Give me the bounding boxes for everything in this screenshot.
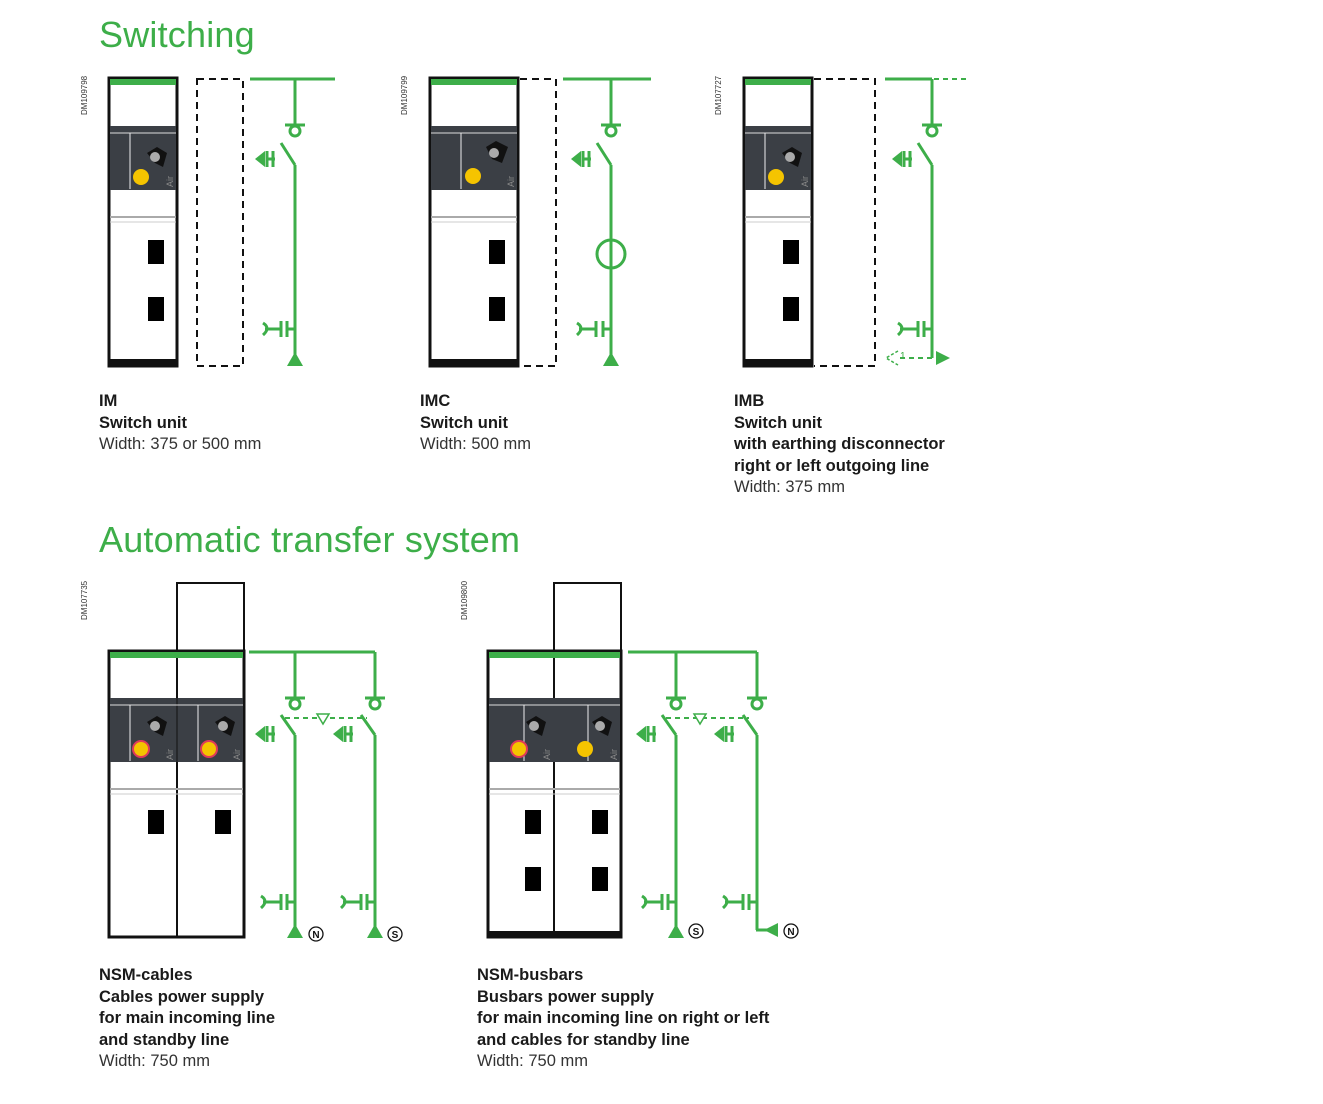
busbar-connection-icon <box>764 923 778 937</box>
earthing-switch-icon <box>255 151 265 167</box>
unit-width: Width: 750 mm <box>99 1052 210 1070</box>
unit-description: and cables for standby line <box>477 1030 690 1049</box>
adjacent-cubicle-outline <box>520 78 557 367</box>
position-indicator-icon <box>465 168 481 184</box>
unit-code: IMB <box>734 392 765 410</box>
panel-air-label: Air <box>800 176 810 187</box>
section-title-switching: Switching <box>99 14 255 55</box>
panel-air-label: Air <box>609 749 619 760</box>
unit-description: Switch unit <box>420 413 508 432</box>
unit-code: NSM-cables <box>99 966 193 984</box>
panel-air-label: Air <box>542 749 552 760</box>
cubicle-front: Air Air <box>107 582 246 939</box>
unit-width: Width: 750 mm <box>477 1052 588 1070</box>
unit-width: Width: 375 mm <box>734 478 845 496</box>
drawing-ref: DM109799 <box>400 75 409 115</box>
earthing-switch-icon <box>636 726 646 742</box>
note-number: 1 <box>900 351 906 362</box>
position-indicator-icon <box>200 740 218 758</box>
adjacent-cubicle-outline <box>814 78 876 367</box>
single-line-schematic <box>250 77 335 366</box>
cubicle-front: Air Air <box>486 582 623 939</box>
earthing-switch-icon <box>255 726 265 742</box>
svg-text:N: N <box>787 927 794 938</box>
panel-air-label: Air <box>506 176 516 187</box>
unit-caption-imc: IMC Switch unit Width: 500 mm <box>420 391 531 456</box>
cable-termination-icon <box>287 352 303 366</box>
earthing-switch-icon <box>333 726 343 742</box>
earthing-switch-icon <box>892 151 902 167</box>
alternate-outgoing-arrow-icon <box>884 350 899 366</box>
unit-caption-nsm-cables: NSM-cables Cables power supply for main … <box>99 965 275 1073</box>
unit-caption-nsm-busbars: NSM-busbars Busbars power supply for mai… <box>477 965 769 1073</box>
nsm-busbars-unit-diagram: Air Air <box>486 582 799 939</box>
im-unit-diagram: Air <box>107 76 335 368</box>
unit-width: Width: 500 mm <box>420 435 531 453</box>
drawing-ref: DM109800 <box>460 580 469 620</box>
earthing-switch-icon <box>714 726 724 742</box>
unit-caption-im: IM Switch unit Width: 375 or 500 mm <box>99 391 261 456</box>
cable-termination-icon <box>287 924 303 938</box>
unit-description: Switch unit <box>734 413 822 432</box>
single-line-schematic <box>249 650 385 938</box>
single-line-schematic: 1 <box>884 77 968 366</box>
single-line-schematic <box>628 650 778 938</box>
earthing-switch-icon <box>571 151 581 167</box>
imc-unit-diagram: Air <box>428 76 651 368</box>
position-indicator-icon <box>510 740 528 758</box>
imb-unit-diagram: Air 1 <box>742 76 968 368</box>
marker-normal: N <box>308 926 324 942</box>
position-indicator-icon <box>577 741 593 757</box>
cubicle-front: Air <box>742 76 814 368</box>
unit-width: Width: 375 or 500 mm <box>99 435 262 453</box>
panel-air-label: Air <box>165 176 175 187</box>
single-line-schematic <box>563 77 651 366</box>
svg-text:N: N <box>312 930 319 941</box>
unit-description: Cables power supply <box>99 987 265 1006</box>
cable-termination-icon <box>668 924 684 938</box>
cable-termination-icon <box>367 924 383 938</box>
marker-standby: S <box>387 926 403 942</box>
adjacent-cubicle-outline <box>196 78 244 367</box>
position-indicator-icon <box>132 740 150 758</box>
position-indicator-icon <box>133 169 149 185</box>
cubicle-front: Air <box>428 76 520 368</box>
svg-text:S: S <box>693 927 700 938</box>
unit-description: Switch unit <box>99 413 187 432</box>
cubicle-front: Air <box>107 76 179 368</box>
interlock-icon <box>315 713 331 726</box>
outgoing-line-arrow-icon <box>936 351 950 365</box>
drawing-ref: DM109798 <box>80 75 89 115</box>
drawing-ref: DM107727 <box>714 75 723 115</box>
unit-description: for main incoming line <box>99 1009 276 1027</box>
unit-description: with earthing disconnector <box>734 435 945 453</box>
unit-description: right or left outgoing line <box>734 456 930 475</box>
marker-normal: N <box>783 923 799 939</box>
interlock-icon <box>692 713 708 726</box>
unit-description: for main incoming line on right or left <box>477 1009 770 1027</box>
drawing-ref: DM107735 <box>80 580 89 620</box>
unit-description: and standby line <box>99 1030 230 1049</box>
nsm-cables-unit-diagram: Air Air <box>107 582 403 942</box>
cable-termination-icon <box>603 352 619 366</box>
unit-code: IM <box>99 392 118 410</box>
unit-description: Busbars power supply <box>477 987 654 1006</box>
panel-air-label: Air <box>165 749 175 760</box>
section-title-automatic-transfer-system: Automatic transfer system <box>99 519 521 560</box>
unit-code: IMC <box>420 392 451 410</box>
panel-air-label: Air <box>232 749 242 760</box>
unit-caption-imb: IMB Switch unit with earthing disconnect… <box>734 391 945 499</box>
unit-code: NSM-busbars <box>477 966 584 984</box>
position-indicator-icon <box>768 169 784 185</box>
svg-text:S: S <box>392 930 399 941</box>
marker-standby: S <box>688 923 704 939</box>
current-transformer-icon <box>595 238 627 270</box>
